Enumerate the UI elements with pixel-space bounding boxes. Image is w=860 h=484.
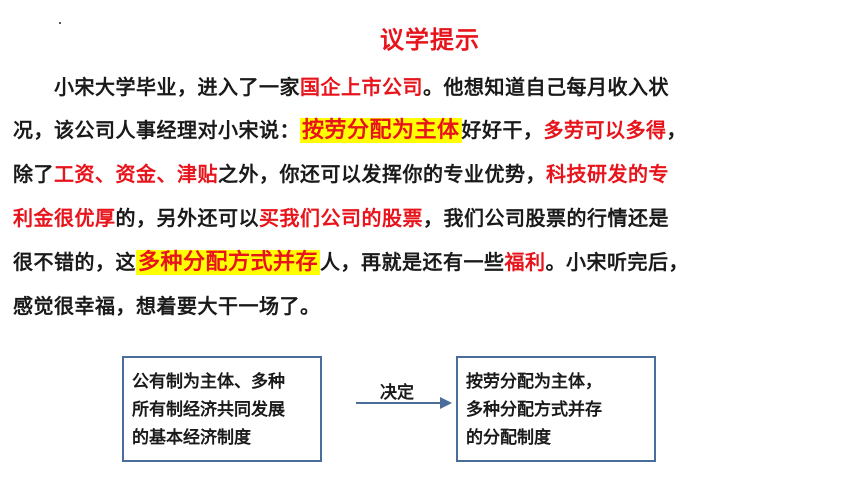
page-title: 议学提示	[380, 26, 480, 54]
emphasized-phrase: 科技研发的专	[546, 162, 669, 186]
emphasized-phrase: 利金很优厚	[13, 206, 116, 230]
text-segment: 好好干，	[461, 118, 544, 142]
paragraph-line: 小宋大学毕业，进入了一家国企上市公司。他想知道自己每月收入状	[13, 72, 669, 102]
box-right-line: 的分配制度	[466, 428, 551, 448]
box-right-line: 按劳分配为主体，	[466, 372, 602, 392]
box-left-line: 所有制经济共同发展	[132, 400, 285, 420]
arrow-label: 决定	[380, 383, 414, 403]
emphasized-phrase: 多劳可以多得	[543, 118, 667, 142]
paragraph-line: 况，该公司人事经理对小宋说：按劳分配为主体好好干，多劳可以多得，	[13, 115, 687, 146]
text-segment: 。他想知道自己每月收入状	[423, 75, 669, 99]
text-segment: 感觉很幸福，想着要大干一场了。	[13, 294, 321, 318]
paragraph-line: 除了工资、资金、津贴之外，你还可以发挥你的专业优势，科技研发的专	[13, 159, 669, 189]
emphasized-phrase: 买我们公司的股票	[259, 206, 423, 230]
highlighted-phrase: 多种分配方式并存	[136, 250, 321, 275]
paragraph-line: 感觉很幸福，想着要大干一场了。	[13, 291, 321, 321]
text-segment: 的，另外还可以	[115, 206, 259, 230]
text-segment: ，	[666, 118, 688, 142]
text-segment: ，我们公司股票的行情还是	[423, 206, 669, 230]
emphasized-phrase: 福利	[504, 250, 546, 274]
text-segment: 很不错的，这	[13, 250, 136, 274]
right-arrow-icon	[356, 397, 452, 409]
box-right-line: 多种分配方式并存	[466, 400, 602, 420]
text-segment: 之外，你还可以发挥你的专业优势，	[218, 162, 546, 186]
box-left-line: 公有制为主体、多种	[132, 372, 285, 392]
box-basic-economic-system: 公有制为主体、多种 所有制经济共同发展 的基本经济制度	[122, 356, 322, 462]
text-segment: 除了	[13, 162, 54, 186]
paragraph-line: 利金很优厚的，另外还可以买我们公司的股票，我们公司股票的行情还是	[13, 203, 669, 233]
text-segment: 小宋大学毕业，进入了一家	[13, 75, 300, 99]
highlighted-phrase: 按劳分配为主体	[300, 118, 462, 143]
text-segment: 人，再就是还有一些	[320, 250, 505, 274]
emphasized-phrase: 国企上市公司	[300, 75, 423, 99]
text-segment: 况，该公司人事经理对小宋说：	[13, 118, 300, 142]
emphasized-phrase: 工资、资金、津贴	[54, 162, 218, 186]
paragraph-line: 很不错的，这多种分配方式并存人，再就是还有一些福利。小宋听完后，	[13, 247, 689, 278]
text-segment: 。小宋听完后，	[545, 250, 690, 274]
decorative-dot	[59, 22, 61, 24]
box-distribution-system: 按劳分配为主体， 多种分配方式并存 的分配制度	[456, 356, 656, 462]
box-left-line: 的基本经济制度	[132, 428, 251, 448]
